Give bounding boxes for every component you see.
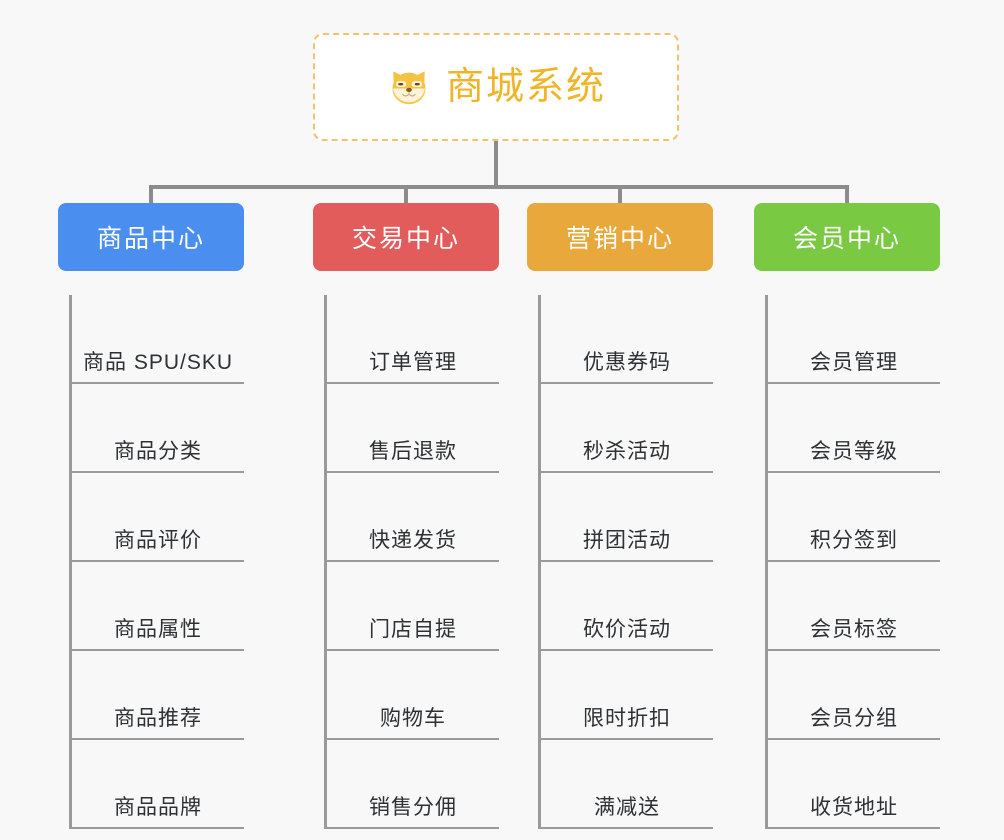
leaf-item[interactable]: 收货地址 — [765, 740, 940, 829]
branch-items-marketing-center: 优惠券码 秒杀活动 拼团活动 砍价活动 限时折扣 满减送 — [538, 295, 713, 829]
leaf-item[interactable]: 售后退款 — [324, 384, 499, 473]
leaf-item-label: 商品品牌 — [114, 796, 202, 819]
branch-column-member-center: 会员中心 会员管理 会员等级 积分签到 会员标签 会员分组 收货地址 — [754, 203, 940, 829]
branch-column-product-center: 商品中心 商品 SPU/SKU 商品分类 商品评价 商品属性 商品推荐 商品品牌 — [58, 203, 244, 829]
branch-spine — [324, 295, 327, 829]
shiba-dog-face-icon — [392, 71, 426, 105]
leaf-item-label: 拼团活动 — [583, 529, 671, 552]
leaf-item[interactable]: 会员分组 — [765, 651, 940, 740]
leaf-item-label: 快递发货 — [369, 529, 457, 552]
leaf-item[interactable]: 限时折扣 — [538, 651, 713, 740]
connector-drop-product-center — [149, 185, 153, 205]
leaf-item-label: 限时折扣 — [583, 707, 671, 730]
leaf-item[interactable]: 拼团活动 — [538, 473, 713, 562]
branch-spine — [69, 295, 72, 829]
leaf-item[interactable]: 满减送 — [538, 740, 713, 829]
leaf-item[interactable]: 销售分佣 — [324, 740, 499, 829]
leaf-item-label: 满减送 — [594, 796, 660, 819]
connector-root-stem — [494, 141, 498, 185]
leaf-item[interactable]: 秒杀活动 — [538, 384, 713, 473]
branch-items-trade-center: 订单管理 售后退款 快递发货 门店自提 购物车 销售分佣 — [324, 295, 499, 829]
leaf-item[interactable]: 商品推荐 — [69, 651, 244, 740]
connector-drop-trade-center — [404, 185, 408, 205]
branch-column-marketing-center: 营销中心 优惠券码 秒杀活动 拼团活动 砍价活动 限时折扣 满减送 — [527, 203, 713, 829]
root-node-mall-system[interactable]: 商城系统 — [313, 33, 679, 141]
leaf-item-label: 会员标签 — [810, 618, 898, 641]
leaf-item[interactable]: 门店自提 — [324, 562, 499, 651]
leaf-item[interactable]: 商品分类 — [69, 384, 244, 473]
leaf-item[interactable]: 商品 SPU/SKU — [69, 295, 244, 384]
leaf-item-label: 商品属性 — [114, 618, 202, 641]
leaf-item-label: 会员分组 — [810, 707, 898, 730]
leaf-item-label: 订单管理 — [369, 351, 457, 374]
leaf-item[interactable]: 优惠券码 — [538, 295, 713, 384]
leaf-item-label: 门店自提 — [369, 618, 457, 641]
connector-drop-member-center — [845, 185, 849, 205]
root-node-title: 商城系统 — [445, 66, 606, 108]
leaf-item-label: 秒杀活动 — [583, 440, 671, 463]
branch-header-member-center[interactable]: 会员中心 — [754, 203, 940, 271]
leaf-item[interactable]: 商品属性 — [69, 562, 244, 651]
branch-items-product-center: 商品 SPU/SKU 商品分类 商品评价 商品属性 商品推荐 商品品牌 — [69, 295, 244, 829]
leaf-item-label: 商品 SPU/SKU — [82, 351, 234, 374]
branch-header-label: 营销中心 — [565, 225, 674, 253]
connector-drop-marketing-center — [618, 185, 622, 205]
leaf-item[interactable]: 快递发货 — [324, 473, 499, 562]
leaf-item-label: 购物车 — [380, 707, 446, 730]
leaf-item[interactable]: 会员等级 — [765, 384, 940, 473]
leaf-item-label: 商品分类 — [114, 440, 202, 463]
leaf-item[interactable]: 购物车 — [324, 651, 499, 740]
leaf-item-label: 会员管理 — [810, 351, 898, 374]
branch-items-member-center: 会员管理 会员等级 积分签到 会员标签 会员分组 收货地址 — [765, 295, 940, 829]
leaf-item-label: 会员等级 — [810, 440, 898, 463]
connector-horizontal-bus — [149, 185, 849, 189]
leaf-item-label: 优惠券码 — [583, 351, 671, 374]
branch-header-trade-center[interactable]: 交易中心 — [313, 203, 499, 271]
branch-header-label: 商品中心 — [96, 225, 205, 253]
branch-spine — [538, 295, 541, 829]
branch-spine — [765, 295, 768, 829]
leaf-item-label: 收货地址 — [810, 796, 898, 819]
branch-header-label: 会员中心 — [792, 225, 901, 253]
leaf-item-label: 砍价活动 — [583, 618, 671, 641]
leaf-item-label: 售后退款 — [369, 440, 457, 463]
leaf-item[interactable]: 会员管理 — [765, 295, 940, 384]
leaf-item[interactable]: 会员标签 — [765, 562, 940, 651]
leaf-item-label: 积分签到 — [810, 529, 898, 552]
leaf-item[interactable]: 商品评价 — [69, 473, 244, 562]
leaf-item-label: 商品推荐 — [114, 707, 202, 730]
leaf-item[interactable]: 商品品牌 — [69, 740, 244, 829]
leaf-item-label: 销售分佣 — [369, 796, 457, 819]
leaf-item[interactable]: 砍价活动 — [538, 562, 713, 651]
branch-header-product-center[interactable]: 商品中心 — [58, 203, 244, 271]
branch-column-trade-center: 交易中心 订单管理 售后退款 快递发货 门店自提 购物车 销售分佣 — [313, 203, 499, 829]
branch-header-marketing-center[interactable]: 营销中心 — [527, 203, 713, 271]
leaf-item-label: 商品评价 — [114, 529, 202, 552]
leaf-item[interactable]: 积分签到 — [765, 473, 940, 562]
leaf-item[interactable]: 订单管理 — [324, 295, 499, 384]
branch-header-label: 交易中心 — [351, 225, 460, 253]
